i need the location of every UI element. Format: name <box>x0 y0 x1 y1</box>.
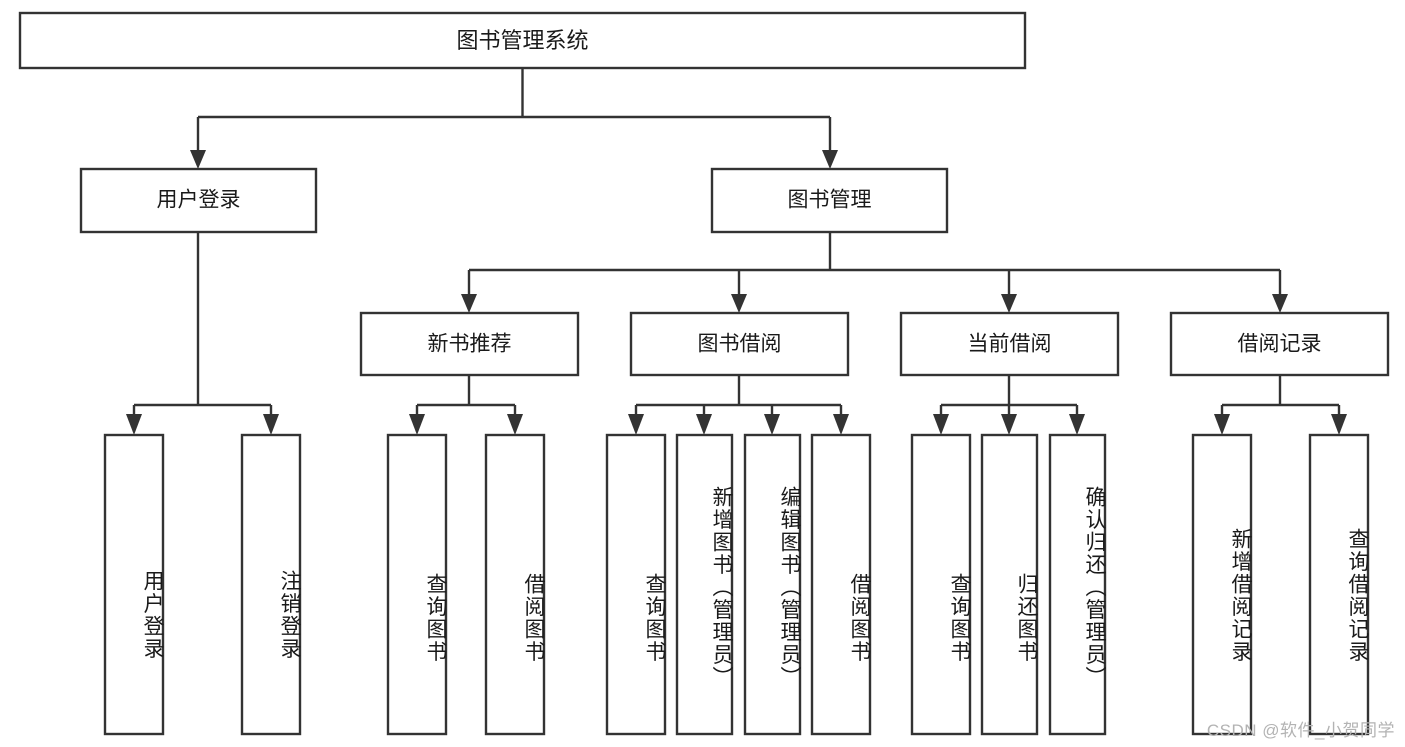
leaf-box-return-book[interactable] <box>980 433 1039 736</box>
arrowhead-book-borrow <box>731 294 747 313</box>
node-book-borrow[interactable]: 图书借阅 <box>629 311 850 377</box>
node-root-label: 图书管理系统 <box>456 28 588 53</box>
arrowhead-leaf-r1 <box>1214 414 1230 435</box>
connector-group-root-to-level2 <box>190 68 838 169</box>
leaf-box-query-borrow-record[interactable] <box>1308 433 1370 736</box>
node-user-login-label: 用户登录 <box>157 189 241 212</box>
arrowhead-borrow-record <box>1272 294 1288 313</box>
arrowhead-user-login <box>190 150 206 169</box>
node-user-login-box[interactable] <box>79 167 318 234</box>
node-root-system[interactable]: 图书管理系统 <box>18 11 1027 70</box>
arrowhead-leaf-c3 <box>1069 414 1085 435</box>
arrowhead-leaf-b1 <box>628 414 644 435</box>
node-book-borrow-label: 图书借阅 <box>698 333 782 356</box>
leaf-box-borrow-book-recommend[interactable] <box>484 433 546 736</box>
node-current-borrow-label: 当前借阅 <box>968 333 1052 356</box>
connector-group-newbook-to-leaves <box>409 375 523 435</box>
leaf-box-query-book-current[interactable] <box>910 433 972 736</box>
leaf-box-confirm-return-admin[interactable] <box>1048 433 1107 736</box>
node-book-borrow-box[interactable] <box>629 311 850 377</box>
arrowhead-leaf-b2 <box>696 414 712 435</box>
leaf-box-add-borrow-record[interactable] <box>1191 433 1253 736</box>
node-current-borrow-box[interactable] <box>899 311 1120 377</box>
arrowhead-leaf-c2 <box>1001 414 1017 435</box>
connector-group-bookborrow-to-leaves <box>628 375 849 435</box>
connector-group-bookmgmt-to-level3 <box>461 232 1288 313</box>
arrowhead-leaf-n1 <box>409 414 425 435</box>
node-new-book-recommend-label: 新书推荐 <box>428 333 512 356</box>
leaf-box-borrow-book[interactable] <box>810 433 872 736</box>
leaf-box-add-book-admin[interactable] <box>675 433 734 736</box>
arrowhead-leaf-b3 <box>764 414 780 435</box>
arrowhead-leaf-r2 <box>1331 414 1347 435</box>
arrowhead-leaf-c1 <box>933 414 949 435</box>
leaf-box-logout[interactable] <box>240 433 302 736</box>
arrowhead-leaf-u1 <box>126 414 142 435</box>
leaf-box-edit-book-admin[interactable] <box>743 433 802 736</box>
arrowhead-leaf-n2 <box>507 414 523 435</box>
connector-group-borrowrecord-to-leaves <box>1214 375 1347 435</box>
node-book-management[interactable]: 图书管理 <box>710 167 949 234</box>
arrowhead-leaf-b4 <box>833 414 849 435</box>
arrowhead-book-mgmt <box>822 150 838 169</box>
leaf-box-user-login[interactable] <box>103 433 165 736</box>
node-new-book-recommend-box[interactable] <box>359 311 580 377</box>
arrowhead-new-book <box>461 294 477 313</box>
node-root-box[interactable] <box>18 11 1027 70</box>
node-borrow-record[interactable]: 借阅记录 <box>1169 311 1390 377</box>
leaf-box-query-book-borrow[interactable] <box>605 433 667 736</box>
node-book-management-box[interactable] <box>710 167 949 234</box>
connector-group-userlogin-to-leaves <box>126 232 279 435</box>
node-user-login[interactable]: 用户登录 <box>79 167 318 234</box>
leaf-box-query-book-recommend[interactable] <box>386 433 448 736</box>
arrowhead-leaf-u2 <box>263 414 279 435</box>
node-current-borrow[interactable]: 当前借阅 <box>899 311 1120 377</box>
arrowhead-current-borrow <box>1001 294 1017 313</box>
node-borrow-record-label: 借阅记录 <box>1238 333 1322 356</box>
node-new-book-recommend[interactable]: 新书推荐 <box>359 311 580 377</box>
node-book-management-label: 图书管理 <box>788 189 872 212</box>
connector-group-currentborrow-to-leaves <box>933 375 1085 435</box>
csdn-watermark: CSDN @软件_小贺同学 <box>1206 721 1395 740</box>
node-borrow-record-box[interactable] <box>1169 311 1390 377</box>
